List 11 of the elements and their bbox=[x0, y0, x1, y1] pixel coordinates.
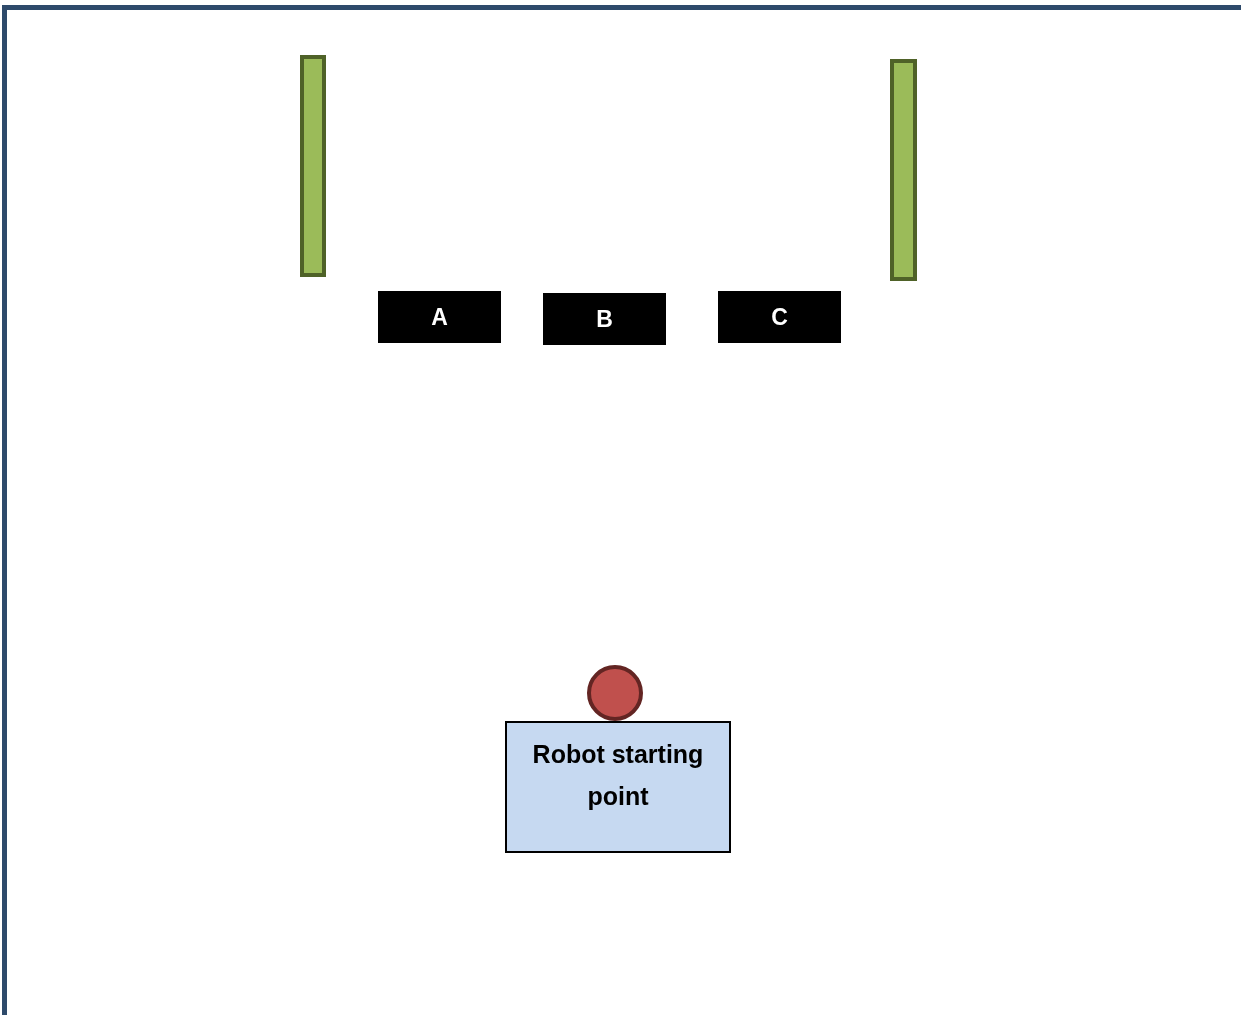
box-label: Robot starting point bbox=[531, 739, 705, 812]
target-box bbox=[718, 291, 841, 343]
target-box bbox=[543, 293, 666, 345]
wall-bar bbox=[890, 59, 917, 281]
box-label: B bbox=[596, 305, 613, 333]
box-label: A bbox=[431, 303, 448, 331]
wall-bar bbox=[300, 55, 326, 277]
target-box bbox=[378, 291, 501, 343]
start-area-box bbox=[505, 721, 731, 853]
box-label: C bbox=[771, 303, 788, 331]
robot-circle bbox=[587, 665, 643, 721]
